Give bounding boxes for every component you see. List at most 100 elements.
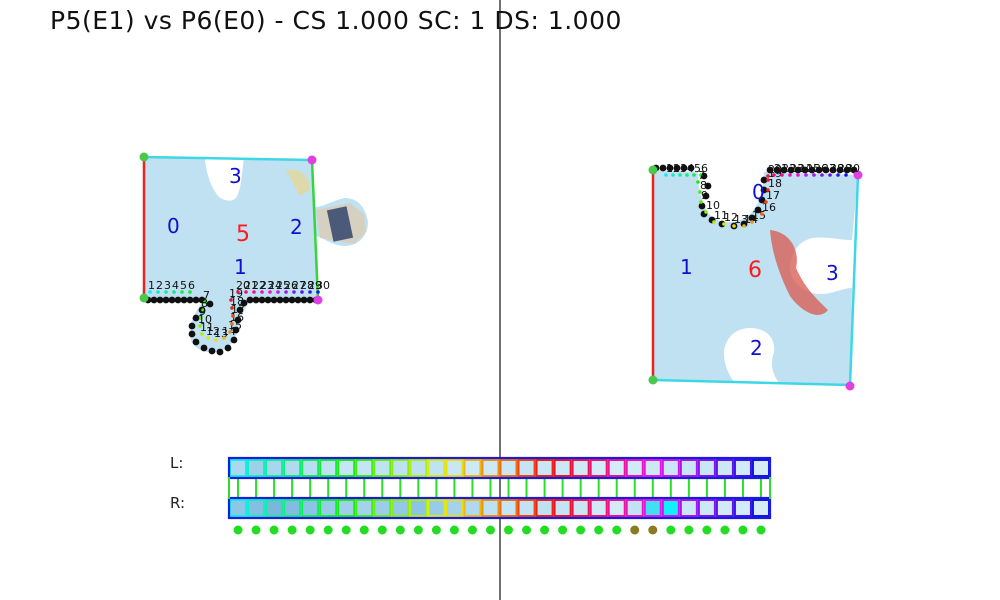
- strip-left-cell: [573, 460, 589, 476]
- strip-right-cell: [230, 500, 246, 516]
- strip-right-cell: [428, 500, 444, 516]
- right-match-label: 30: [846, 162, 860, 175]
- strip-score-dot: [396, 526, 405, 535]
- strip-left-cell: [464, 460, 480, 476]
- left-contour-dot: [225, 345, 232, 352]
- strip-left-cell: [519, 460, 535, 476]
- strip-score-dot: [720, 526, 729, 535]
- strip-score-dot: [540, 526, 549, 535]
- strip-score-dot: [522, 526, 531, 535]
- right-match-label: 2: [673, 162, 680, 175]
- left-match-label: 4: [172, 279, 179, 292]
- strip-right-cell: [501, 500, 517, 516]
- strip-left-cell: [338, 460, 354, 476]
- strip-score-dot: [378, 526, 387, 535]
- strip-right-cell: [320, 500, 336, 516]
- strip-right-cell: [645, 500, 661, 516]
- left-contour-dot: [253, 297, 260, 304]
- strip-right-cell: [446, 500, 462, 516]
- left-contour-dot: [175, 297, 182, 304]
- strip-score-dot: [738, 526, 747, 535]
- right-corner-bottom-left: [649, 376, 658, 385]
- left-edge-label-0: 0: [167, 214, 180, 238]
- left-contour-dot: [295, 297, 302, 304]
- right-match-label: 1: [666, 162, 673, 175]
- strip-right-cell: [663, 500, 679, 516]
- strip-left-cell: [555, 460, 571, 476]
- right-match-label: 16: [762, 201, 776, 214]
- right-corner-bottom-right: [846, 382, 855, 391]
- strip-left-cell: [681, 460, 697, 476]
- strip-left-cell: [753, 460, 769, 476]
- left-contour-dot: [265, 297, 272, 304]
- left-match-label: 30: [316, 279, 330, 292]
- right-contour-dot: [699, 203, 706, 210]
- strip-score-dot: [756, 526, 765, 535]
- strip-score-dot: [432, 526, 441, 535]
- strip-left-cell: [627, 460, 643, 476]
- left-corner-top-left: [140, 153, 149, 162]
- strip-score-dot: [360, 526, 369, 535]
- strip-score-dot: [450, 526, 459, 535]
- strip-left-cell: [663, 460, 679, 476]
- left-contour-dot: [169, 297, 176, 304]
- strip-left-cell: [482, 460, 498, 476]
- strip-left-cell: [266, 460, 282, 476]
- left-contour-dot: [189, 331, 196, 338]
- strip-left-cell: [230, 460, 246, 476]
- strip-right-cell: [464, 500, 480, 516]
- left-match-point-labels: 1234567891011121314151617181920212223242…: [148, 279, 330, 342]
- left-corner-bottom-right: [314, 296, 323, 305]
- page-title: P5(E1) vs P6(E0) - CS 1.000 SC: 1 DS: 1.…: [50, 6, 622, 35]
- strip-right-cell: [374, 500, 390, 516]
- right-match-label: 4: [687, 162, 694, 175]
- strip-right-cell: [609, 500, 625, 516]
- strip-left-cell: [356, 460, 372, 476]
- left-match-label: 5: [180, 279, 187, 292]
- right-piece-number: 6: [748, 258, 762, 283]
- strip-right-cell: [681, 500, 697, 516]
- left-piece-body: [144, 157, 368, 352]
- strip-left-cell: [248, 460, 264, 476]
- right-edge-label-2: 2: [750, 336, 763, 360]
- left-contour-dot: [193, 297, 200, 304]
- strip-right-cell: [735, 500, 751, 516]
- strip-left-cell: [735, 460, 751, 476]
- strip-right-cell: [266, 500, 282, 516]
- left-contour-dot: [193, 339, 200, 346]
- strip-score-dot: [234, 526, 243, 535]
- strip-left-cell: [699, 460, 715, 476]
- left-contour-dot: [301, 297, 308, 304]
- strip-score-dot: [594, 526, 603, 535]
- left-contour-dot: [209, 348, 216, 355]
- left-contour-dot: [157, 297, 164, 304]
- strip-right-cell: [356, 500, 372, 516]
- strip-score-dot: [558, 526, 567, 535]
- left-contour-dot: [247, 297, 254, 304]
- strip-left-cell: [591, 460, 607, 476]
- left-contour-dot: [289, 297, 296, 304]
- strip-left-label: L:: [170, 454, 183, 472]
- left-edge-label-2: 2: [290, 215, 303, 239]
- strip-score-dot: [486, 526, 495, 535]
- strip-score-dot: [612, 526, 621, 535]
- left-corner-bottom-left: [140, 294, 149, 303]
- left-piece: 5 0 1 2 3 123456789101112131415161718192…: [140, 153, 369, 356]
- strip-left-cell: [374, 460, 390, 476]
- right-corner-top-left: [649, 166, 658, 175]
- strip-score-dot: [630, 526, 639, 535]
- left-contour-dot: [187, 297, 194, 304]
- strip-score-dot: [306, 526, 315, 535]
- strip-right-cell: [302, 500, 318, 516]
- strip-score-dot: [252, 526, 261, 535]
- strip-right-cell: [284, 500, 300, 516]
- strip-score-dot: [414, 526, 423, 535]
- strip-score-dot: [270, 526, 279, 535]
- left-contour-dot: [277, 297, 284, 304]
- strip-left-cell: [717, 460, 733, 476]
- strip-left-cell: [302, 460, 318, 476]
- strip-score-dot: [576, 526, 585, 535]
- strip-left-cell: [501, 460, 517, 476]
- strip-right-cell: [410, 500, 426, 516]
